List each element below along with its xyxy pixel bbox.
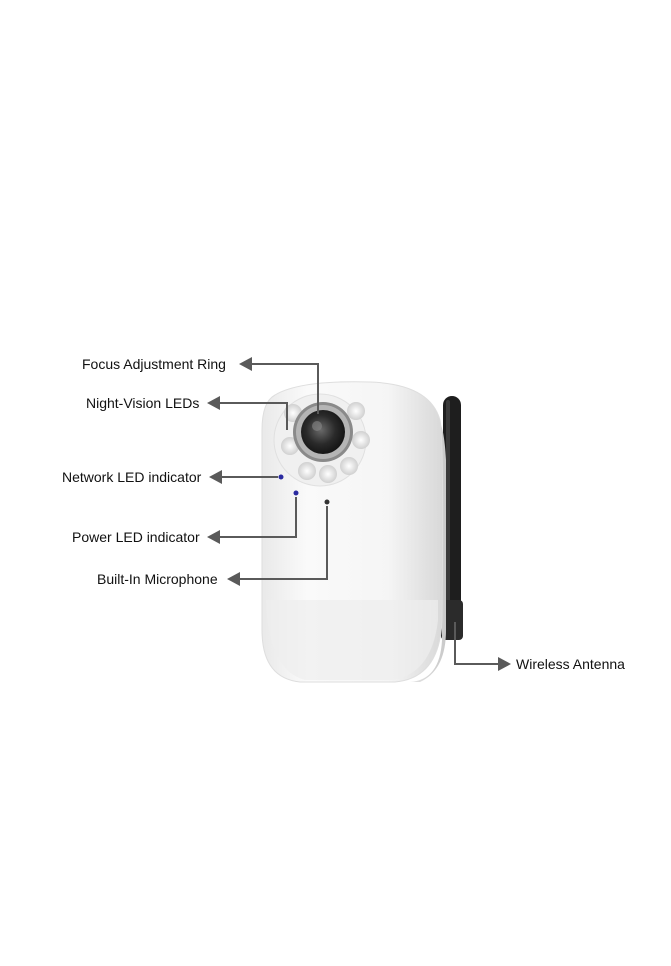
label-power-led-indicator: Power LED indicator (72, 529, 200, 545)
leader-antenna (455, 622, 511, 671)
label-built-in-microphone: Built-In Microphone (97, 571, 218, 587)
power-led (294, 491, 299, 496)
label-night-vision-leds: Night-Vision LEDs (86, 395, 199, 411)
label-wireless-antenna: Wireless Antenna (516, 656, 625, 672)
focus-adjustment-ring (293, 402, 353, 462)
label-focus-adjustment-ring: Focus Adjustment Ring (82, 356, 226, 372)
network-led (279, 475, 284, 480)
label-network-led-indicator: Network LED indicator (62, 469, 202, 485)
microphone-hole (325, 500, 330, 505)
